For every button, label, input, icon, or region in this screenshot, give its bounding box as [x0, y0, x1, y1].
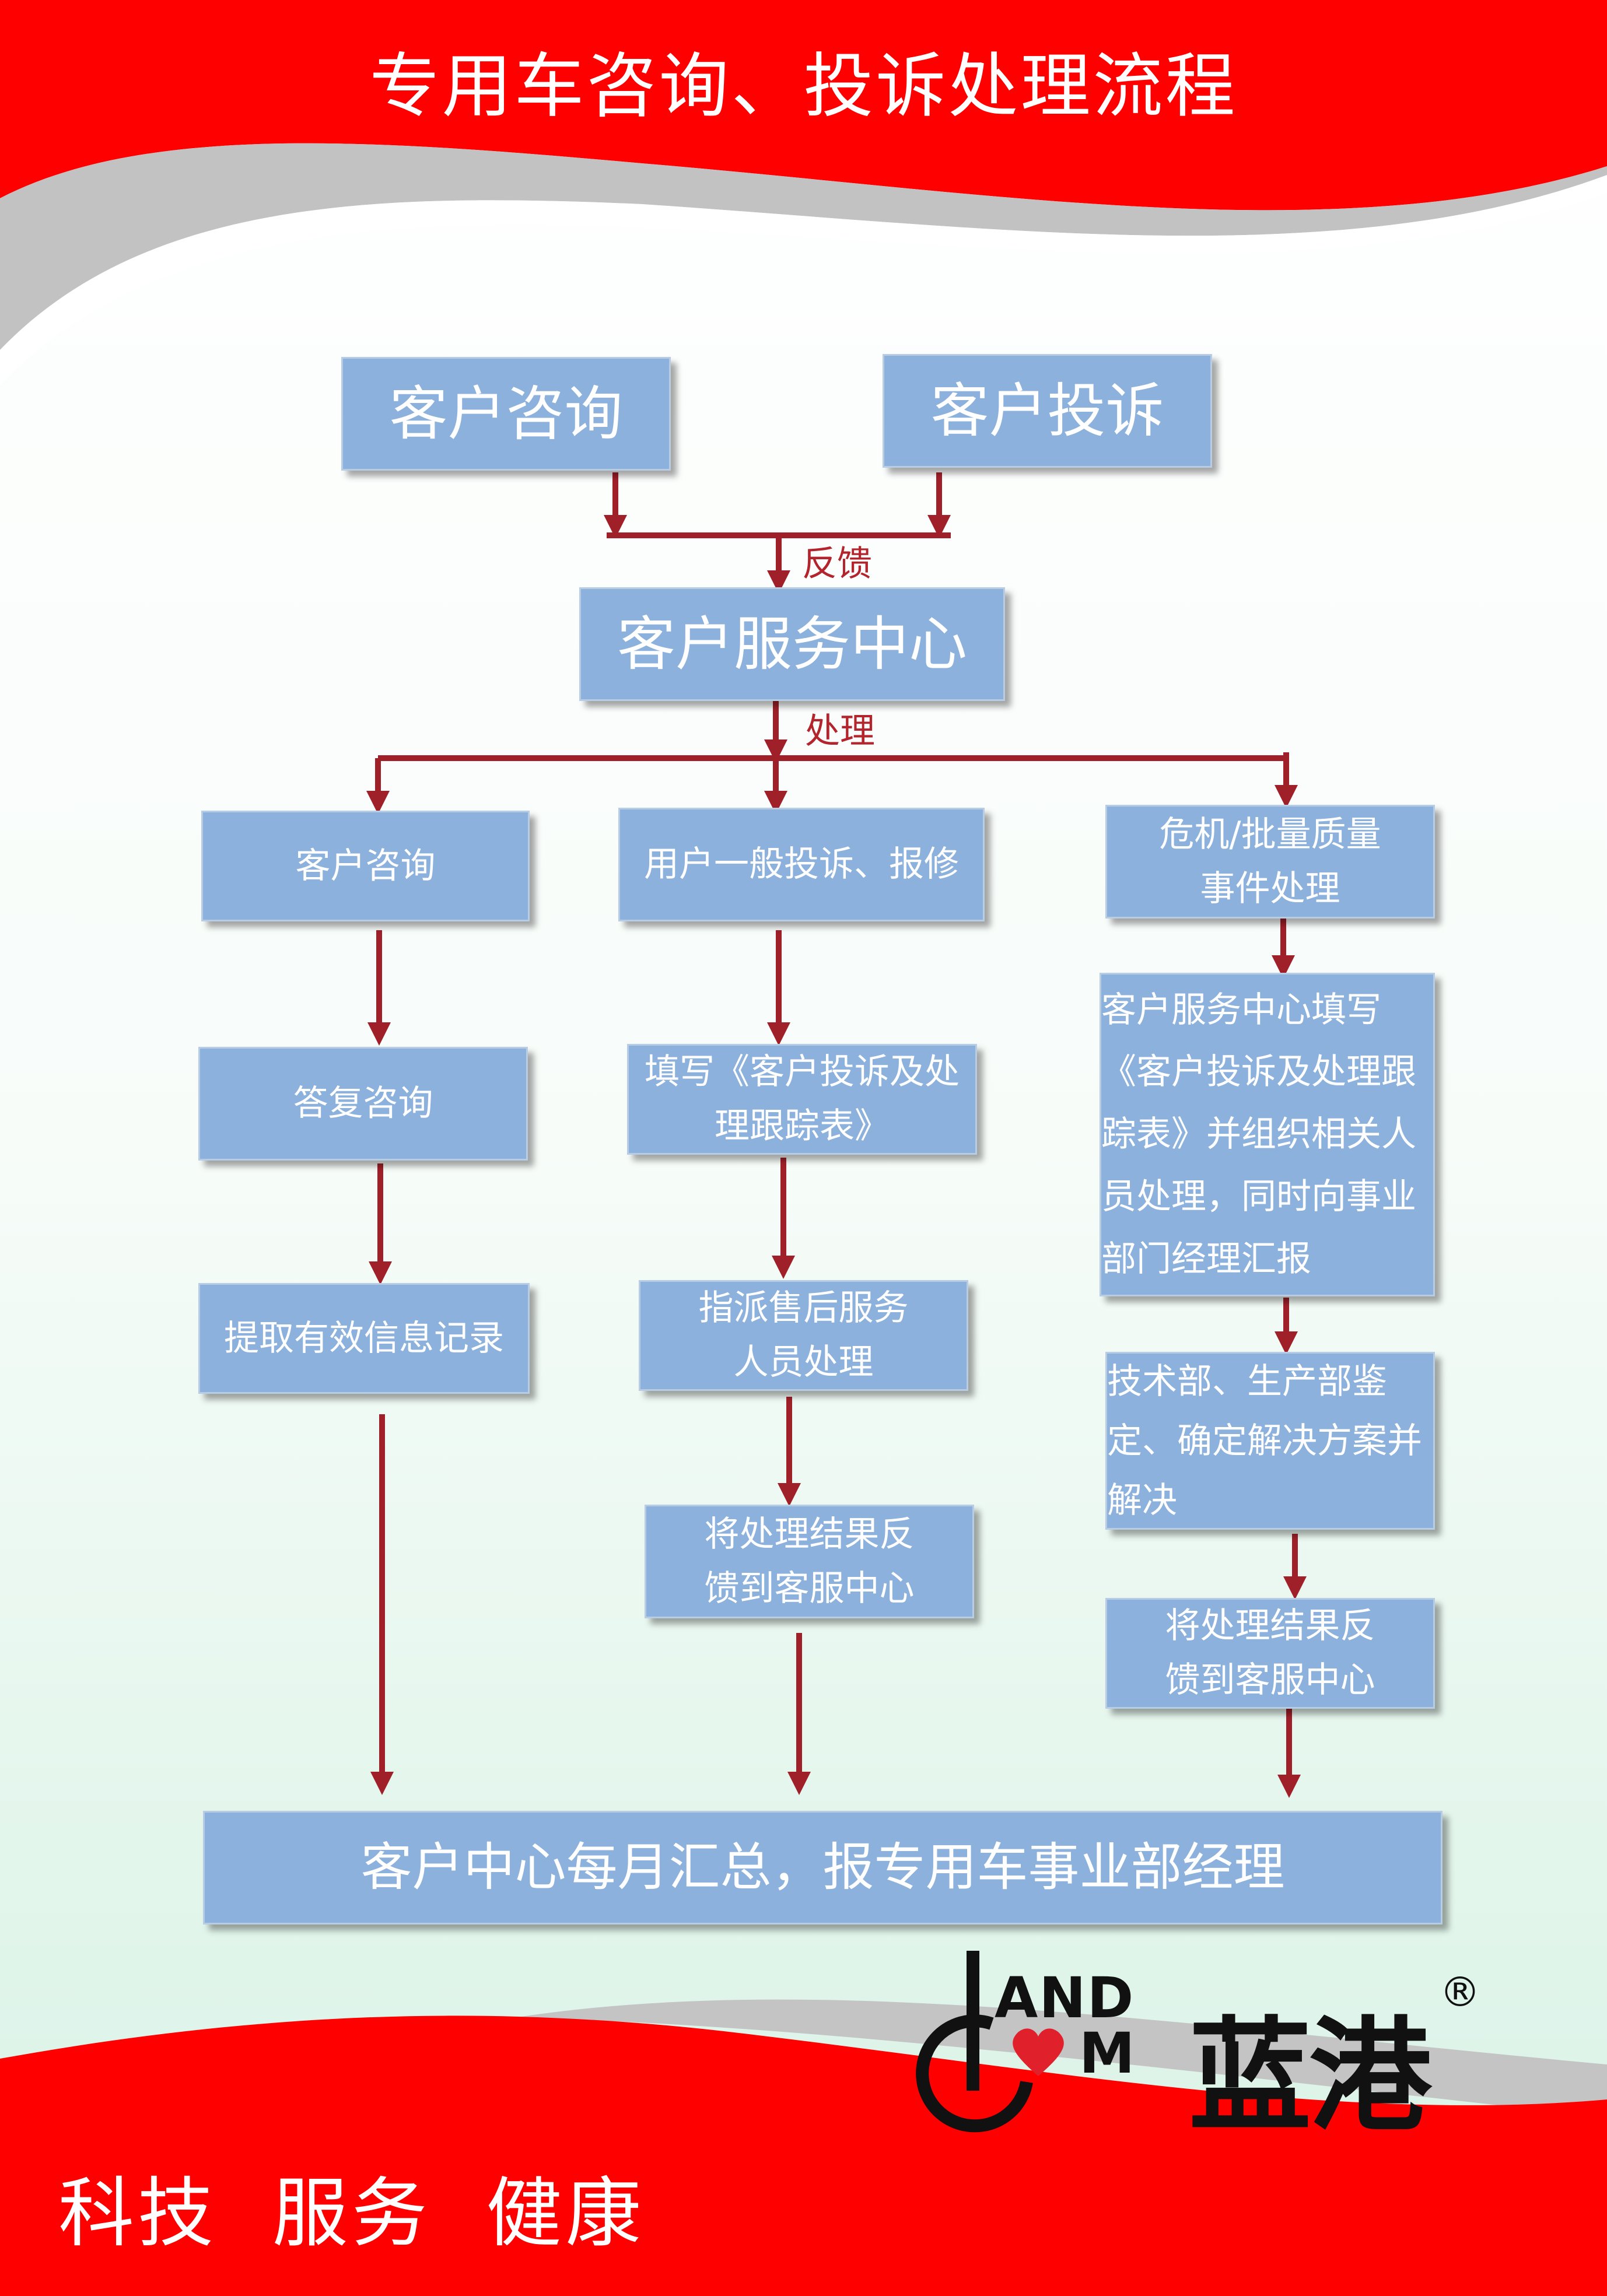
node-label-line1: 技术部、生产部鉴 [1107, 1361, 1387, 1402]
heart-icon [1013, 2028, 1064, 2076]
logo-text-and: AND [995, 1965, 1135, 2031]
node-col3-feedback: 将处理结果反 馈到客服中心 [1105, 1598, 1435, 1709]
node-label: 客户咨询 [295, 845, 436, 886]
node-col1-record: 提取有效信息记录 [198, 1283, 530, 1394]
node-label: 答复咨询 [293, 1083, 433, 1124]
node-label-line1: 填写《客户投诉及处 [645, 1051, 960, 1092]
edge-label-process: 处理 [805, 711, 875, 752]
node-service-center: 客户服务中心 [579, 587, 1005, 701]
top-white-swoosh [0, 175, 1607, 385]
node-col3-crisis: 危机/批量质量 事件处理 [1105, 805, 1435, 919]
node-label-line4: 员处理，同时向事业 [1101, 1176, 1416, 1217]
node-label-line1: 客户服务中心填写 [1101, 989, 1381, 1030]
node-label: 客户中心每月汇总，报专用车事业部经理 [360, 1837, 1285, 1898]
node-col1-answer: 答复咨询 [198, 1047, 528, 1161]
node-label-line2: 《客户投诉及处理跟 [1101, 1051, 1416, 1093]
node-complaint-top: 客户投诉 [883, 354, 1212, 468]
node-label-line2: 馈到客服中心 [1165, 1660, 1375, 1701]
node-label-line3: 踪表》并组织相关人 [1101, 1114, 1416, 1155]
top-gray-swoosh [0, 143, 1607, 350]
node-label-line1: 危机/批量质量 [1159, 814, 1381, 855]
node-label-line1: 将处理结果反 [1165, 1606, 1375, 1646]
node-label-line1: 将处理结果反 [704, 1513, 915, 1555]
node-label: 客户咨询 [389, 380, 623, 448]
node-label-line2: 人员处理 [733, 1342, 874, 1383]
node-label-line2: 事件处理 [1200, 868, 1340, 909]
node-label-line1: 指派售后服务 [698, 1288, 909, 1328]
node-col3-tech: 技术部、生产部鉴 定、确定解决方案并 解决 [1105, 1352, 1435, 1530]
node-label: 客户投诉 [930, 377, 1164, 445]
node-label-line2: 馈到客服中心 [704, 1568, 915, 1609]
node-label: 用户一般投诉、报修 [644, 844, 959, 885]
node-col2-fill: 填写《客户投诉及处 理跟踪表》 [627, 1044, 977, 1155]
footer-slogan: 科技 服务 健康 [58, 2169, 645, 2258]
node-label-line3: 解决 [1107, 1480, 1177, 1521]
edge-label-feedback: 反馈 [802, 544, 872, 584]
node-col2-assign: 指派售后服务 人员处理 [639, 1280, 968, 1391]
logo-c-stroke [916, 2014, 1033, 2133]
node-consult-top: 客户咨询 [341, 357, 671, 471]
page-title: 专用车咨询、投诉处理流程 [369, 46, 1238, 127]
node-summary: 客户中心每月汇总，报专用车事业部经理 [203, 1811, 1443, 1925]
registered-mark: ® [1440, 1968, 1480, 2016]
bottom-red-band [0, 2015, 1607, 2296]
node-label-line2: 理跟踪表》 [715, 1106, 890, 1147]
node-label: 提取有效信息记录 [224, 1317, 504, 1359]
node-col2-general: 用户一般投诉、报修 [618, 808, 985, 921]
node-label: 客户服务中心 [617, 610, 967, 678]
node-col3-fill: 客户服务中心填写 《客户投诉及处理跟 踪表》并组织相关人 员处理，同时向事业 部… [1100, 973, 1435, 1296]
node-col1-consult: 客户咨询 [201, 811, 530, 921]
node-label-line5: 部门经理汇报 [1101, 1238, 1311, 1280]
top-red-band [0, 0, 1607, 211]
bottom-gray-swoosh [513, 1999, 1607, 2117]
logo-brand-cn: 蓝港 [1189, 2005, 1431, 2148]
node-col2-feedback: 将处理结果反 馈到客服中心 [645, 1505, 974, 1618]
logo-text-m: M [1079, 2021, 1135, 2086]
node-label-line2: 定、确定解决方案并 [1107, 1420, 1422, 1461]
